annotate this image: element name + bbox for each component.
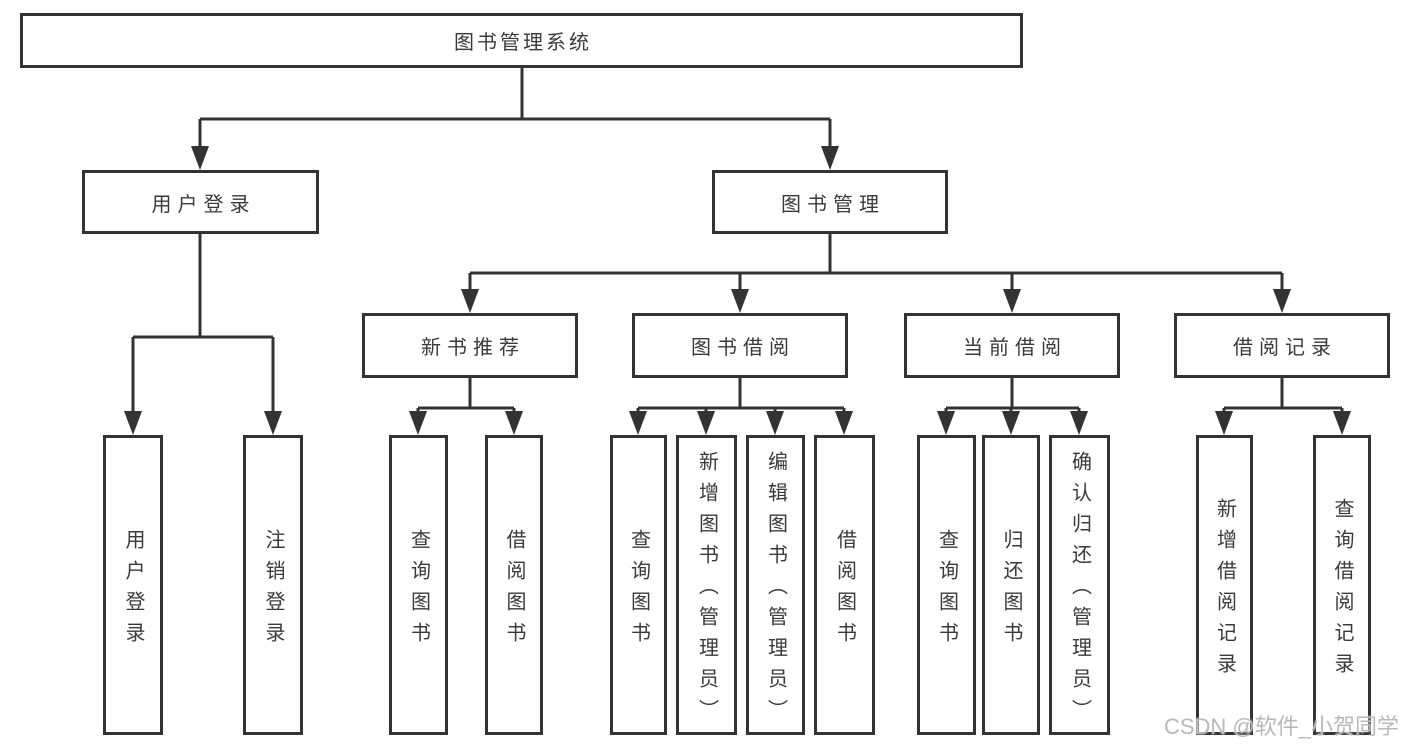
arrow-down-icon — [1333, 411, 1351, 435]
node-current-borrowing: 当前借阅 — [904, 313, 1120, 378]
leaf-confirm-return-admin: 确认归还（管理员） — [1049, 435, 1110, 735]
leaf-logout: 注销登录 — [243, 435, 303, 735]
arrow-down-icon — [124, 411, 142, 435]
arrow-down-icon — [731, 289, 749, 313]
leaf-query-borrow-record: 查询借阅记录 — [1313, 435, 1371, 735]
node-label: 借阅记录 — [1233, 337, 1337, 359]
arrow-down-icon — [461, 289, 479, 313]
node-label: 当前借阅 — [963, 337, 1067, 359]
arrow-down-icon — [1003, 289, 1021, 313]
leaf-query-books-1: 查询图书 — [389, 435, 448, 735]
node-book-borrowing: 图书借阅 — [632, 313, 848, 378]
arrow-down-icon — [835, 411, 853, 435]
node-label: 借阅图书 — [503, 528, 525, 653]
node-book-management: 图书管理 — [712, 170, 948, 234]
arrow-down-icon — [766, 411, 784, 435]
arrow-down-icon — [821, 146, 839, 170]
node-root: 图书管理系统 — [20, 13, 1023, 68]
leaf-add-borrow-record: 新增借阅记录 — [1196, 435, 1253, 735]
arrow-down-icon — [264, 411, 282, 435]
node-label: 图书借阅 — [691, 337, 795, 359]
arrow-down-icon — [937, 411, 955, 435]
arrow-down-icon — [1070, 411, 1088, 435]
arrowheads — [124, 146, 1351, 435]
node-label: 编辑图书（管理员） — [764, 451, 787, 730]
arrow-down-icon — [1215, 411, 1233, 435]
arrow-down-icon — [505, 411, 523, 435]
node-label: 图书管理 — [781, 193, 885, 216]
leaf-add-book-admin: 新增图书（管理员） — [676, 435, 737, 735]
node-label: 新书推荐 — [421, 337, 525, 359]
arrow-down-icon — [629, 411, 647, 435]
arrow-down-icon — [191, 146, 209, 170]
arrow-down-icon — [697, 411, 715, 435]
watermark: CSDN @软件_小贺同学 — [1163, 714, 1399, 739]
leaf-user-login: 用户登录 — [103, 435, 163, 735]
leaf-borrow-books-2: 借阅图书 — [814, 435, 875, 735]
node-user-login: 用户登录 — [82, 170, 319, 234]
arrow-down-icon — [1002, 411, 1020, 435]
node-label: 查询借阅记录 — [1331, 497, 1353, 684]
arrow-down-icon — [409, 411, 427, 435]
leaf-return-books: 归还图书 — [982, 435, 1040, 735]
node-label: 归还图书 — [1000, 528, 1022, 653]
leaf-query-books-2: 查询图书 — [610, 435, 667, 735]
leaf-borrow-books-1: 借阅图书 — [485, 435, 543, 735]
node-label: 新增图书（管理员） — [695, 451, 718, 730]
node-label: 查询图书 — [627, 528, 650, 653]
node-label: 确认归还（管理员） — [1068, 451, 1091, 730]
node-label: 用户登录 — [122, 528, 144, 653]
leaf-edit-book-admin: 编辑图书（管理员） — [746, 435, 805, 735]
node-label: 新增借阅记录 — [1213, 497, 1236, 684]
arrow-down-icon — [1273, 289, 1291, 313]
node-label: 借阅图书 — [833, 528, 856, 653]
node-borrowing-records: 借阅记录 — [1174, 313, 1390, 378]
node-new-book-recommend: 新书推荐 — [362, 313, 578, 378]
node-label: 注销登录 — [262, 528, 284, 653]
node-label: 用户登录 — [151, 193, 256, 216]
leaf-query-books-3: 查询图书 — [917, 435, 976, 735]
node-label: 图书管理系统 — [454, 32, 592, 54]
node-label: 查询图书 — [935, 528, 958, 653]
node-label: 查询图书 — [407, 528, 430, 653]
